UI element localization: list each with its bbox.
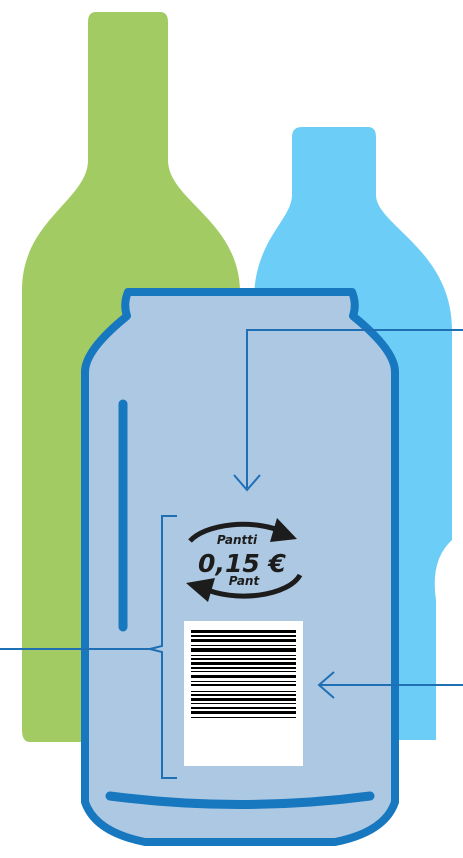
barcode-bar — [191, 684, 296, 686]
barcode-label — [184, 621, 303, 766]
deposit-label-top: Pantti — [217, 533, 258, 547]
barcode-bar — [191, 635, 296, 637]
barcode-bar — [191, 662, 296, 665]
barcode-bar — [191, 707, 296, 709]
barcode-bar — [191, 694, 296, 696]
barcode-bar — [191, 717, 296, 718]
barcode-bar — [191, 681, 296, 682]
barcode-bar — [191, 648, 296, 652]
barcode-bar — [191, 703, 296, 704]
barcode-bar — [191, 630, 296, 633]
barcode-bar — [191, 667, 296, 669]
barcode-bar — [191, 698, 296, 701]
barcode-bar — [191, 691, 296, 692]
barcode-bar — [191, 655, 296, 656]
barcode-bar — [191, 645, 296, 646]
barcode-bar — [191, 675, 296, 678]
barcode-bar — [191, 639, 296, 642]
barcode-icon — [184, 621, 303, 766]
deposit-label-bottom: Pant — [229, 574, 261, 588]
barcode-bar — [191, 658, 296, 660]
barcode-bar — [191, 711, 296, 714]
barcode-bar — [191, 671, 296, 672]
